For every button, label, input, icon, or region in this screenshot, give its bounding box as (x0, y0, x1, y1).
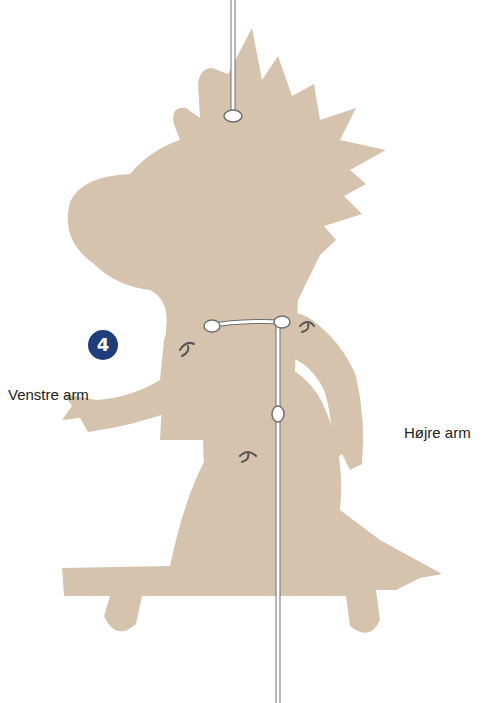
head-body-outline (68, 28, 386, 440)
pin-slot (300, 322, 314, 332)
pin-slot (240, 452, 256, 462)
legs-piece (62, 360, 442, 633)
callout-number: 4 (97, 336, 110, 354)
strings (204, 0, 290, 703)
pin-slot (180, 343, 194, 356)
part-name: Højre arm (404, 424, 471, 442)
callout-circle: 4 (88, 330, 118, 360)
left-arm-piece (62, 312, 216, 432)
part-name: Venstre arm (8, 386, 89, 404)
